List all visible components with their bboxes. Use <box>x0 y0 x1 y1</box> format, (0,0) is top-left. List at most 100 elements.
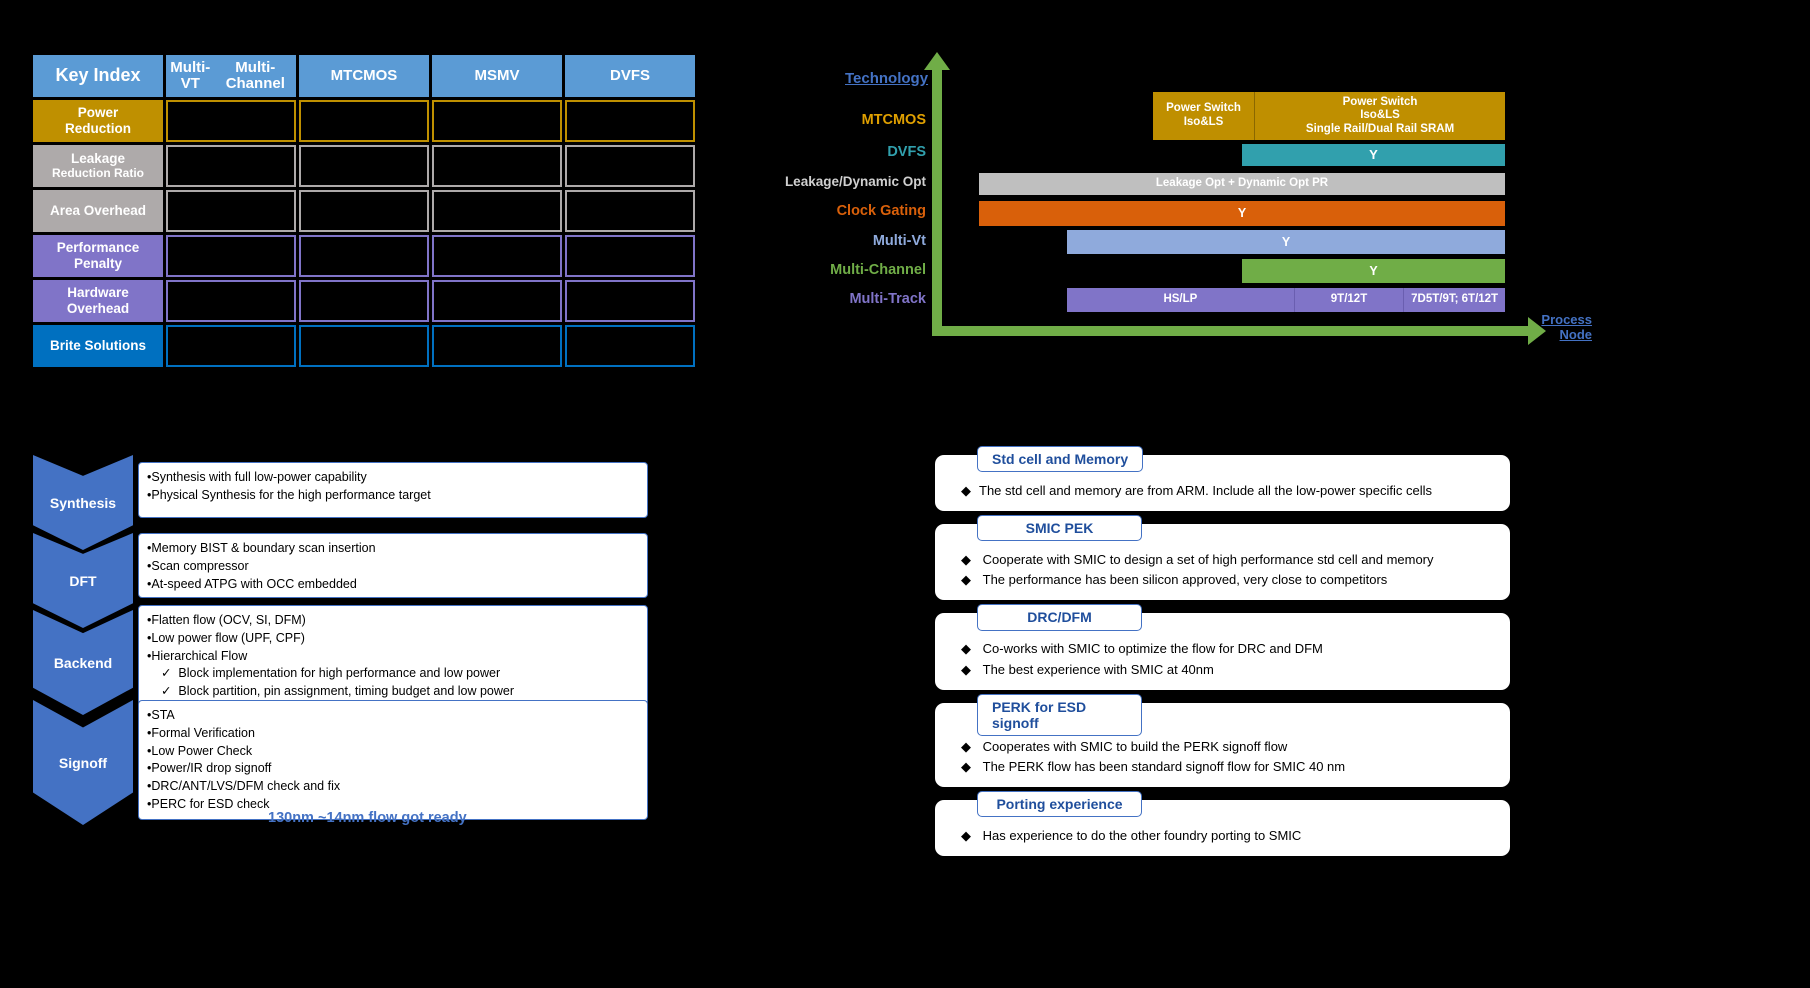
row-label-line-1: Area Overhead <box>49 203 147 219</box>
segment-line-1: Power Switch <box>1166 102 1241 115</box>
capability-card: SMIC PEK ◆ Cooperate with SMIC to design… <box>935 515 1510 601</box>
chart-category-label-mtcmos: MTCMOS <box>861 112 926 128</box>
x-axis-title-line-2: Node <box>1559 326 1593 342</box>
table-header-dvfs: DVFS <box>565 55 695 97</box>
x-axis-title-line-1: Process <box>1541 312 1592 327</box>
header-line-1: Multi-VT <box>170 58 211 92</box>
cell-power-multi-vt <box>166 100 296 142</box>
row-label-leakage-reduction-ratio: Leakage Reduction Ratio <box>33 145 163 187</box>
flow-caption: 130nm ~14nm flow got ready <box>268 810 467 826</box>
flow-bullet: •Flatten flow (OCV, SI, DFM) <box>147 613 306 627</box>
flow-bullet: •Formal Verification <box>147 725 255 740</box>
table-header-multi-vt-multi-channel: Multi-VT Multi-Channel <box>166 55 296 97</box>
capability-card: Std cell and Memory ◆The std cell and me… <box>935 446 1510 512</box>
card-title-porting-experience: Porting experience <box>977 790 1142 818</box>
row-label-line-2: Overhead <box>66 301 130 316</box>
design-flow-diagram: Synthesis •Synthesis with full low-power… <box>33 450 653 870</box>
cell-hardware-msmv <box>432 280 562 322</box>
chart-bar-multi-track: HS/LP 9T/12T 7D5T/9T; 6T/12T <box>1067 288 1505 312</box>
card-title-line-1: PERK for ESD <box>992 698 1087 715</box>
card-bullet: ◆ The performance has been silicon appro… <box>961 570 1496 590</box>
table-row: Brite Solutions <box>33 325 706 367</box>
chart-bar-segment: Y <box>1067 230 1505 254</box>
cell-power-dvfs <box>565 100 695 142</box>
flow-bullet: •Memory BIST & boundary scan insertion <box>147 541 376 555</box>
comparison-table: Key Index Multi-VT Multi-Channel MTCMOS … <box>33 55 706 370</box>
cell-performance-multi-vt <box>166 235 296 277</box>
flow-bullet: •Physical Synthesis for the high perform… <box>147 487 431 502</box>
row-label-performance-penalty: Performance Penalty <box>33 235 163 277</box>
flow-check-item: ✓ Block partition, pin assignment, timin… <box>161 684 515 698</box>
capability-card: PERK for ESD signoff ◆ Cooperates with S… <box>935 693 1510 787</box>
flow-bullet: •Low Power Check <box>147 743 253 758</box>
cell-hardware-multi-vt <box>166 280 296 322</box>
chart-bar-clock-gating: Y <box>979 201 1505 226</box>
flow-bullet: •Synthesis with full low-power capabilit… <box>147 470 367 484</box>
chart-bar-segment: 9T/12T <box>1294 288 1405 312</box>
cell-performance-mtcmos <box>299 235 429 277</box>
diamond-icon: ◆ <box>961 661 971 677</box>
row-label-line-2: Reduction <box>65 121 131 136</box>
card-bullet: ◆The std cell and memory are from ARM. I… <box>961 481 1496 501</box>
cell-leakage-mtcmos <box>299 145 429 187</box>
row-label-brite-solutions: Brite Solutions <box>33 325 163 367</box>
capability-card: Porting experience ◆ Has experience to d… <box>935 790 1510 857</box>
flow-bullet: •Hierarchical Flow <box>147 648 248 663</box>
cell-power-msmv <box>432 100 562 142</box>
table-row: Area Overhead <box>33 190 706 232</box>
chart-category-label-dvfs: DVFS <box>887 144 926 160</box>
card-title-line-2: signoff <box>992 714 1039 731</box>
flow-bullet: •Scan compressor <box>147 558 249 573</box>
flow-bullet: •STA <box>147 708 175 722</box>
table-header-msmv: MSMV <box>432 55 562 97</box>
diamond-icon: ◆ <box>961 758 971 774</box>
cell-brite-multi-vt <box>166 325 296 367</box>
card-bullet: ◆ Co-works with SMIC to optimize the flo… <box>961 639 1496 659</box>
chart-bar-segment: HS/LP <box>1067 288 1295 312</box>
segment-line-1: Power Switch <box>1342 95 1418 108</box>
row-label-line-1: Brite Solutions <box>49 338 146 354</box>
flow-stage-detail-signoff: •STA •Formal Verification •Low Power Che… <box>138 700 648 820</box>
flow-stage-chevron-synthesis: Synthesis <box>33 455 133 550</box>
chart-bar-segment: Y <box>1242 144 1505 166</box>
chart-bar-segment: Y <box>1242 259 1505 283</box>
segment-line-2: Iso&LS <box>1360 109 1400 122</box>
card-bullet: ◆ Cooperates with SMIC to build the PERK… <box>961 737 1496 757</box>
cell-performance-msmv <box>432 235 562 277</box>
row-label-hardware-overhead: Hardware Overhead <box>33 280 163 322</box>
diamond-icon: ◆ <box>961 827 971 843</box>
card-title-smic-pek: SMIC PEK <box>977 515 1142 542</box>
chart-category-label-multi-track: Multi-Track <box>849 291 926 307</box>
flow-bullet: •At-speed ATPG with OCC embedded <box>147 576 357 591</box>
flow-bullet: •DRC/ANT/LVS/DFM check and fix <box>147 779 341 793</box>
flow-bullet: •Power/IR drop signoff <box>147 761 272 776</box>
diamond-icon: ◆ <box>961 572 971 588</box>
up-arrow-icon <box>924 52 950 70</box>
cell-area-mtcmos <box>299 190 429 232</box>
chart-category-label-clock-gating: Clock Gating <box>836 203 926 219</box>
chart-bar-dvfs: Y <box>1242 144 1505 166</box>
card-bullet: ◆ The PERK flow has been standard signof… <box>961 757 1496 777</box>
cell-leakage-msmv <box>432 145 562 187</box>
cell-hardware-dvfs <box>565 280 695 322</box>
chart-x-axis-title: Process Node <box>1512 312 1593 343</box>
segment-line-3: Single Rail/Dual Rail SRAM <box>1305 122 1455 135</box>
chart-bar-multi-vt: Y <box>1067 230 1505 254</box>
row-label-line-2: Penalty <box>73 256 122 271</box>
card-title-std-cell-and-memory: Std cell and Memory <box>977 446 1144 473</box>
cell-brite-msmv <box>432 325 562 367</box>
chart-bar-multi-channel: Y <box>1242 259 1505 283</box>
chart-bar-mtcmos: Power Switch Iso&LS Power Switch Iso&LS … <box>1153 92 1505 140</box>
flow-stage-detail-synthesis: •Synthesis with full low-power capabilit… <box>138 462 648 518</box>
table-row: Leakage Reduction Ratio <box>33 145 706 187</box>
chart-bar-segment: Leakage Opt + Dynamic Opt PR <box>979 173 1505 195</box>
chart-bar-segment: Power Switch Iso&LS <box>1153 92 1256 140</box>
diamond-icon: ◆ <box>961 483 971 498</box>
cell-brite-mtcmos <box>299 325 429 367</box>
segment-line-2: Iso&LS <box>1183 116 1224 128</box>
row-label-line-1: Power <box>77 105 119 121</box>
table-header-row: Key Index Multi-VT Multi-Channel MTCMOS … <box>33 55 706 97</box>
cell-leakage-multi-vt <box>166 145 296 187</box>
row-label-line-1: Hardware <box>67 285 129 301</box>
card-bullet: ◆ The best experience with SMIC at 40nm <box>961 660 1496 680</box>
